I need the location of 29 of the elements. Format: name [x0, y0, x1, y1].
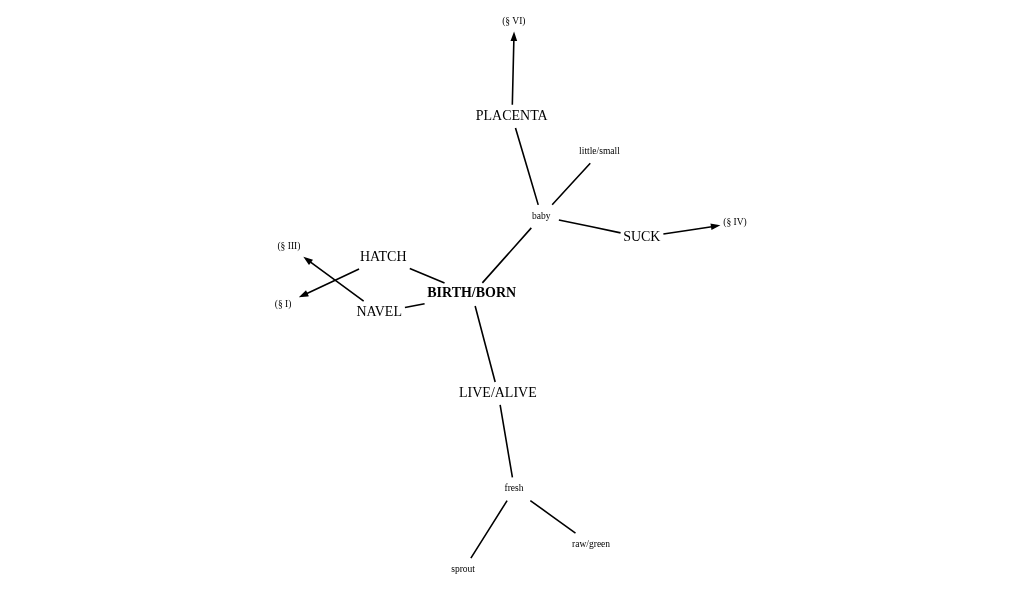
arrow: [302, 256, 364, 302]
node-text: HATCH: [359, 249, 407, 265]
arrow: [662, 223, 720, 235]
node-text: LIVE/ALIVE: [458, 384, 537, 400]
connector: [529, 499, 576, 534]
node-text: little/small: [578, 145, 620, 156]
node-text: BIRTH/BORN: [426, 285, 516, 301]
node-text: SUCK: [622, 228, 660, 244]
arrow: [510, 31, 517, 106]
node-text: sprout: [450, 563, 475, 574]
node-text: (§ III): [276, 240, 300, 251]
connector: [469, 499, 508, 559]
connector: [481, 227, 532, 284]
connector: [403, 302, 425, 309]
connector: [473, 305, 496, 383]
connector: [557, 219, 621, 234]
connector: [550, 162, 591, 206]
node-text: (§ I): [274, 298, 291, 309]
arrow: [298, 268, 360, 298]
node-text: fresh: [504, 483, 524, 494]
node-text: baby: [531, 210, 551, 221]
connector: [408, 267, 445, 284]
connector: [498, 404, 513, 479]
node-text: (§ IV): [722, 217, 747, 228]
node-text: PLACENTA: [475, 107, 548, 123]
node-text: NAVEL: [355, 304, 402, 320]
node-text: raw/green: [571, 538, 610, 549]
connector: [514, 127, 539, 206]
node-text: (§ VI): [501, 16, 526, 27]
